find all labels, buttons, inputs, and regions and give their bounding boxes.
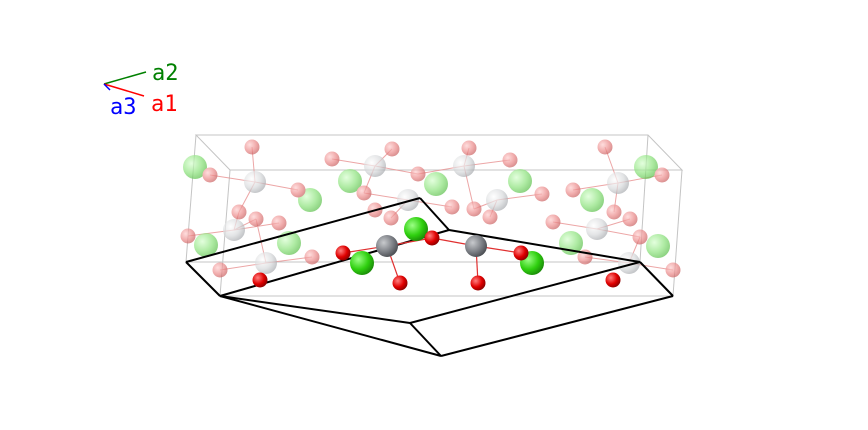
atom-red-faded [565,182,581,198]
atom-green-faded [508,169,532,193]
atom-green-faded [580,188,604,212]
atom-green-faded [338,169,362,193]
atom-gray-faded [223,219,245,241]
atom-red-faded [545,214,561,230]
atom-red [605,272,621,288]
atom-red-faded [212,262,228,278]
atom-red [252,272,268,288]
atom-red [424,230,440,246]
atom-red-faded [290,182,306,198]
atom-red-faded [271,215,287,231]
atom-red-faded [383,210,399,226]
atom-gray [376,235,398,257]
atom-red-faded [597,139,613,155]
atom-gray-faded [607,172,629,194]
atom-red [513,245,529,261]
atom-red-faded [622,211,638,227]
atom-red-faded [356,185,372,201]
atom-red-faded [324,151,340,167]
atom-red-faded [654,167,670,183]
atom-red-faded [244,139,260,155]
atom-red-faded [410,166,426,182]
atom-red-faded [502,152,518,168]
atom-red-faded [482,209,498,225]
unit-cell [185,197,674,357]
atom-red-faded [461,140,477,156]
axis-indicator: a2 a3 a1 [103,61,179,120]
atom-red-faded [248,211,264,227]
atom-gray-faded [618,252,640,274]
atom-red-faded [466,201,482,217]
atom-green [404,217,428,241]
atom-gray-faded [486,189,508,211]
atom-gray-faded [397,189,419,211]
atom-gray-faded [244,171,266,193]
axis-a3-line [103,83,111,91]
axis-a1-label: a1 [151,92,178,117]
atom-red-faded [304,249,320,265]
atom-red-faded [606,204,622,220]
axis-a2-line [103,71,147,85]
atom-red-faded [665,262,681,278]
atom-gray-faded [255,252,277,274]
atom-gray-faded [586,218,608,240]
atom-green-faded [277,231,301,255]
atom-red [470,275,486,291]
atom-gray-faded [453,155,475,177]
atom-green-faded [424,172,448,196]
atom-gray-faded [364,155,386,177]
atom-green-faded [194,233,218,257]
atom-red-faded [632,229,648,245]
atom-green-faded [183,155,207,179]
atom-red-faded [534,186,550,202]
axis-a2-label: a2 [152,61,179,86]
atoms-solid [252,217,621,291]
atoms-faded [180,139,681,278]
atom-red-faded [444,199,460,215]
atom-green-faded [634,155,658,179]
atom-red [392,275,408,291]
atom-gray [465,235,487,257]
atom-red-faded [180,228,196,244]
atom-red-faded [231,204,247,220]
atom-red-faded [202,167,218,183]
axis-a1-line [103,83,145,97]
atom-red [335,245,351,261]
atom-green-faded [646,234,670,258]
axis-a3-label: a3 [110,95,137,120]
atom-green [350,251,374,275]
atom-red-faded [384,141,400,157]
